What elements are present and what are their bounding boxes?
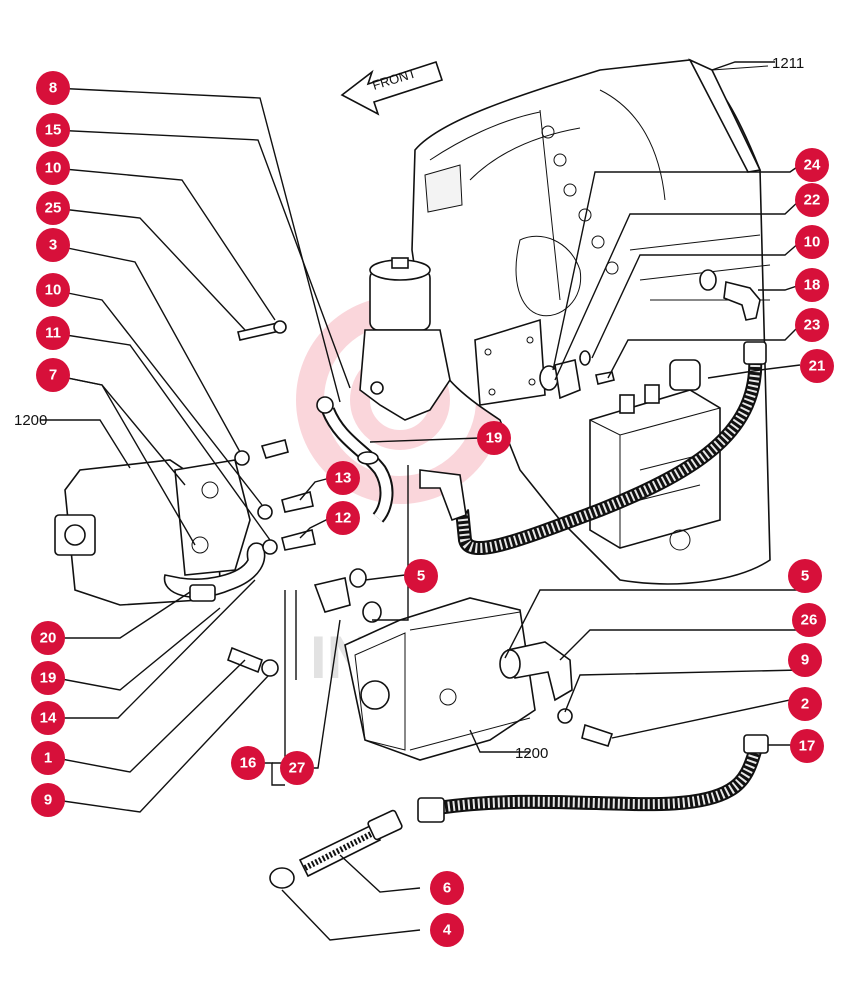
- svg-text:17: 17: [799, 738, 816, 755]
- callout-14: 14: [31, 701, 65, 735]
- callout-15: 15: [36, 113, 70, 147]
- callout-2: 2: [788, 687, 822, 721]
- svg-text:16: 16: [240, 755, 257, 772]
- callout-26: 26: [792, 603, 826, 637]
- svg-text:19: 19: [486, 430, 503, 447]
- svg-text:27: 27: [289, 760, 306, 777]
- svg-text:18: 18: [804, 277, 821, 294]
- callout-23: 23: [795, 308, 829, 342]
- svg-text:22: 22: [804, 192, 821, 209]
- svg-text:5: 5: [801, 568, 809, 585]
- svg-text:21: 21: [809, 358, 826, 375]
- svg-text:8: 8: [49, 80, 57, 97]
- svg-text:12: 12: [335, 510, 352, 527]
- svg-text:6: 6: [443, 880, 451, 897]
- hose-lower: [417, 734, 769, 823]
- callout-27: 27: [280, 751, 314, 785]
- callout-5-a: 5: [404, 559, 438, 593]
- svg-text:10: 10: [45, 160, 62, 177]
- svg-text:11: 11: [45, 325, 61, 342]
- callout-8: 8: [36, 71, 70, 105]
- bolts-left: [227, 320, 316, 677]
- callout-9-b: 9: [31, 783, 65, 817]
- callout-10-b: 10: [36, 273, 70, 307]
- callout-25: 25: [36, 191, 70, 225]
- svg-text:24: 24: [804, 157, 821, 174]
- callout-11: 11: [36, 316, 70, 350]
- mounting-plate: [474, 318, 546, 406]
- callout-21: 21: [800, 349, 834, 383]
- callout-4: 4: [430, 913, 464, 947]
- svg-text:15: 15: [45, 122, 62, 139]
- svg-text:13: 13: [335, 470, 352, 487]
- callout-7: 7: [36, 358, 70, 392]
- svg-text:1: 1: [44, 750, 52, 767]
- callout-9-a: 9: [788, 643, 822, 677]
- callout-22: 22: [795, 183, 829, 217]
- callout-5-b: 5: [788, 559, 822, 593]
- svg-text:3: 3: [49, 237, 57, 254]
- callout-13: 13: [326, 461, 360, 495]
- callout-18: 18: [795, 268, 829, 302]
- svg-text:20: 20: [40, 630, 57, 647]
- svg-text:14: 14: [40, 710, 57, 727]
- callout-3: 3: [36, 228, 70, 262]
- callout-10-a: 10: [36, 151, 70, 185]
- callout-12: 12: [326, 501, 360, 535]
- valve-block: [589, 359, 721, 551]
- label-1211: 1211: [772, 55, 804, 72]
- svg-text:19: 19: [40, 670, 57, 687]
- callout-17: 17: [790, 729, 824, 763]
- svg-text:9: 9: [801, 652, 809, 669]
- label-1200-lower: 1200: [515, 745, 548, 762]
- callout-19-a: 19: [477, 421, 511, 455]
- callout-20: 20: [31, 621, 65, 655]
- hose-center: [316, 396, 394, 523]
- svg-text:9: 9: [44, 792, 52, 809]
- callout-19-b: 19: [31, 661, 65, 695]
- svg-text:4: 4: [443, 922, 452, 939]
- svg-text:10: 10: [804, 234, 821, 251]
- svg-text:26: 26: [801, 612, 818, 629]
- svg-text:23: 23: [804, 317, 821, 334]
- callout-1: 1: [31, 741, 65, 775]
- front-arrow: FRONT: [340, 60, 444, 116]
- small-fittings: [539, 269, 761, 400]
- oil-filter: [359, 257, 451, 421]
- callout-24: 24: [795, 148, 829, 182]
- callout-10-c: 10: [795, 225, 829, 259]
- svg-text:7: 7: [49, 367, 57, 384]
- svg-text:10: 10: [45, 282, 62, 299]
- pump-lower: [313, 568, 536, 761]
- label-1200-left: 1200: [14, 412, 47, 429]
- hose-right: [419, 341, 767, 555]
- svg-text:2: 2: [801, 696, 809, 713]
- svg-text:25: 25: [45, 200, 62, 217]
- callout-16: 16: [231, 746, 265, 780]
- threaded-fitting: [269, 809, 403, 889]
- callout-6: 6: [430, 871, 464, 905]
- svg-text:5: 5: [417, 568, 425, 585]
- pump-left: [54, 459, 266, 606]
